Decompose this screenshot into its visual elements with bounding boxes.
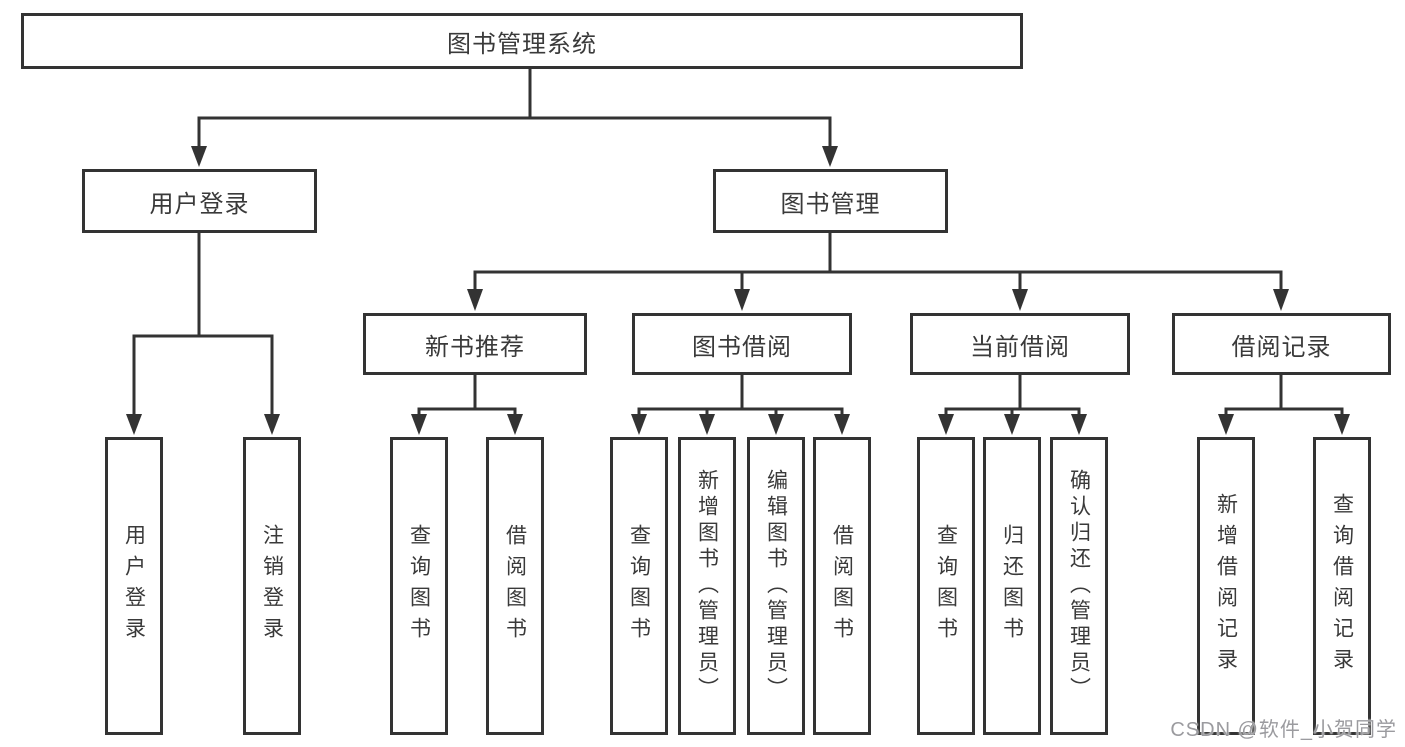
node-label: 图书管理系统 (447, 30, 597, 58)
leaf-label: 用户登录 (122, 524, 146, 648)
leaf-user-login: 用户登录 (105, 437, 163, 735)
node-book-management: 图书管理 (713, 169, 948, 233)
leaf-query-book-borrowing: 查询图书 (610, 437, 668, 735)
node-root-library-system: 图书管理系统 (21, 13, 1023, 69)
leaf-return-book: 归还图书 (983, 437, 1041, 735)
leaf-query-book-current: 查询图书 (917, 437, 975, 735)
leaf-label: 新增图书（管理员） (695, 469, 719, 703)
leaf-label: 借阅图书 (830, 524, 854, 648)
node-label: 图书借阅 (692, 333, 792, 361)
leaf-confirm-return-admin: 确认归还（管理员） (1050, 437, 1108, 735)
node-label: 新书推荐 (425, 333, 525, 361)
node-book-borrowing: 图书借阅 (632, 313, 852, 375)
leaf-label: 确认归还（管理员） (1067, 469, 1091, 703)
node-label: 用户登录 (149, 190, 250, 218)
node-borrowing-records: 借阅记录 (1172, 313, 1391, 375)
node-label: 当前借阅 (970, 333, 1070, 361)
leaf-label: 查询图书 (934, 524, 958, 648)
leaf-borrow-book: 借阅图书 (813, 437, 871, 735)
arrowheads (126, 146, 1350, 435)
leaf-label: 查询图书 (407, 524, 431, 648)
node-current-borrowing: 当前借阅 (910, 313, 1130, 375)
leaf-label: 查询图书 (627, 524, 651, 648)
leaf-query-book-recommend: 查询图书 (390, 437, 448, 735)
leaf-label: 新增借阅记录 (1214, 493, 1238, 679)
tree-edges (132, 67, 1344, 416)
leaf-edit-book-admin: 编辑图书（管理员） (747, 437, 805, 735)
leaf-label: 查询借阅记录 (1330, 493, 1354, 679)
node-user-login: 用户登录 (82, 169, 317, 233)
leaf-add-borrow-record: 新增借阅记录 (1197, 437, 1255, 735)
leaf-label: 编辑图书（管理员） (764, 469, 788, 703)
leaf-label: 注销登录 (260, 524, 284, 648)
csdn-watermark: CSDN @软件_小贺同学 (1170, 719, 1397, 741)
leaf-label: 归还图书 (1000, 524, 1024, 648)
leaf-add-book-admin: 新增图书（管理员） (678, 437, 736, 735)
node-label: 图书管理 (780, 190, 881, 218)
node-new-book-recommend: 新书推荐 (363, 313, 587, 375)
leaf-label: 借阅图书 (503, 524, 527, 648)
leaf-borrow-book-recommend: 借阅图书 (486, 437, 544, 735)
leaf-logout: 注销登录 (243, 437, 301, 735)
node-label: 借阅记录 (1231, 333, 1332, 361)
leaf-query-borrow-record: 查询借阅记录 (1313, 437, 1371, 735)
